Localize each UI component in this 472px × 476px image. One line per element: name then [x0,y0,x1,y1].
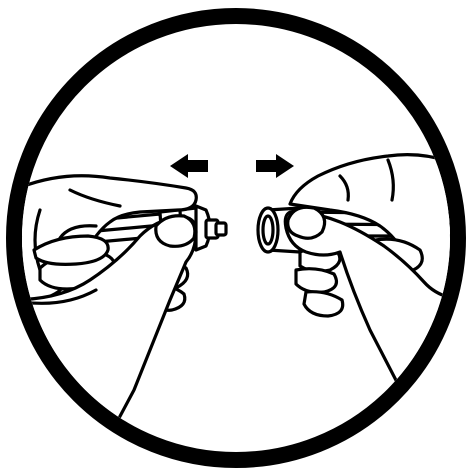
instruction-illustration [0,0,472,476]
